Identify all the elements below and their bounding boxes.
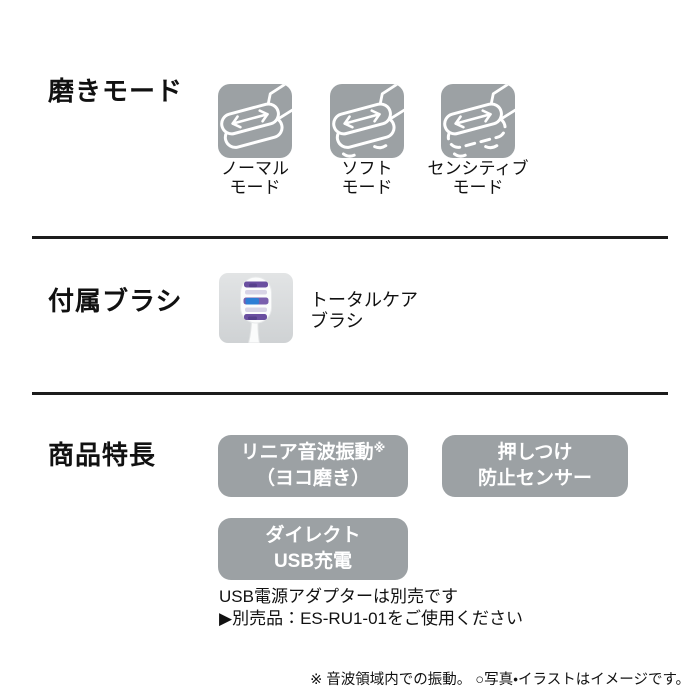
total-care-brush-image (219, 273, 293, 343)
product-features-heading: 商品特長 (48, 440, 157, 470)
feature-badge-direct-usb: ダイレクト USB充電 (218, 518, 408, 580)
separately-sold-item-note: ▶別売品：ES-RU1-01をご使用ください (219, 609, 523, 628)
included-brush-label: トータルケア ブラシ (310, 290, 418, 331)
vibration-sensitive-icon (441, 84, 515, 158)
mode-label-normal: ノーマル モード (221, 159, 289, 197)
mode-label-soft: ソフト モード (341, 159, 393, 197)
vibration-soft-icon (330, 84, 404, 158)
footnote-marker: ※ (373, 441, 386, 455)
page-footnote: ※ 音波領域内での振動。 ○写真・イラストはイメージです。 (310, 672, 690, 688)
feature-badge-pressure-sensor: 押しつけ 防止センサー (442, 435, 628, 497)
feature-badge-linear-sonic: リニア音波振動※ （ヨコ磨き） (218, 435, 408, 497)
usb-adapter-note: USB電源アダプターは別売です (219, 587, 458, 606)
section-divider (32, 392, 668, 395)
vibration-normal-icon (218, 84, 292, 158)
included-brush-heading: 付属ブラシ (48, 286, 183, 316)
mode-label-sensitive: センシティブ モード (427, 159, 529, 197)
section-divider (32, 236, 668, 239)
brush-modes-heading: 磨きモード (48, 76, 184, 106)
